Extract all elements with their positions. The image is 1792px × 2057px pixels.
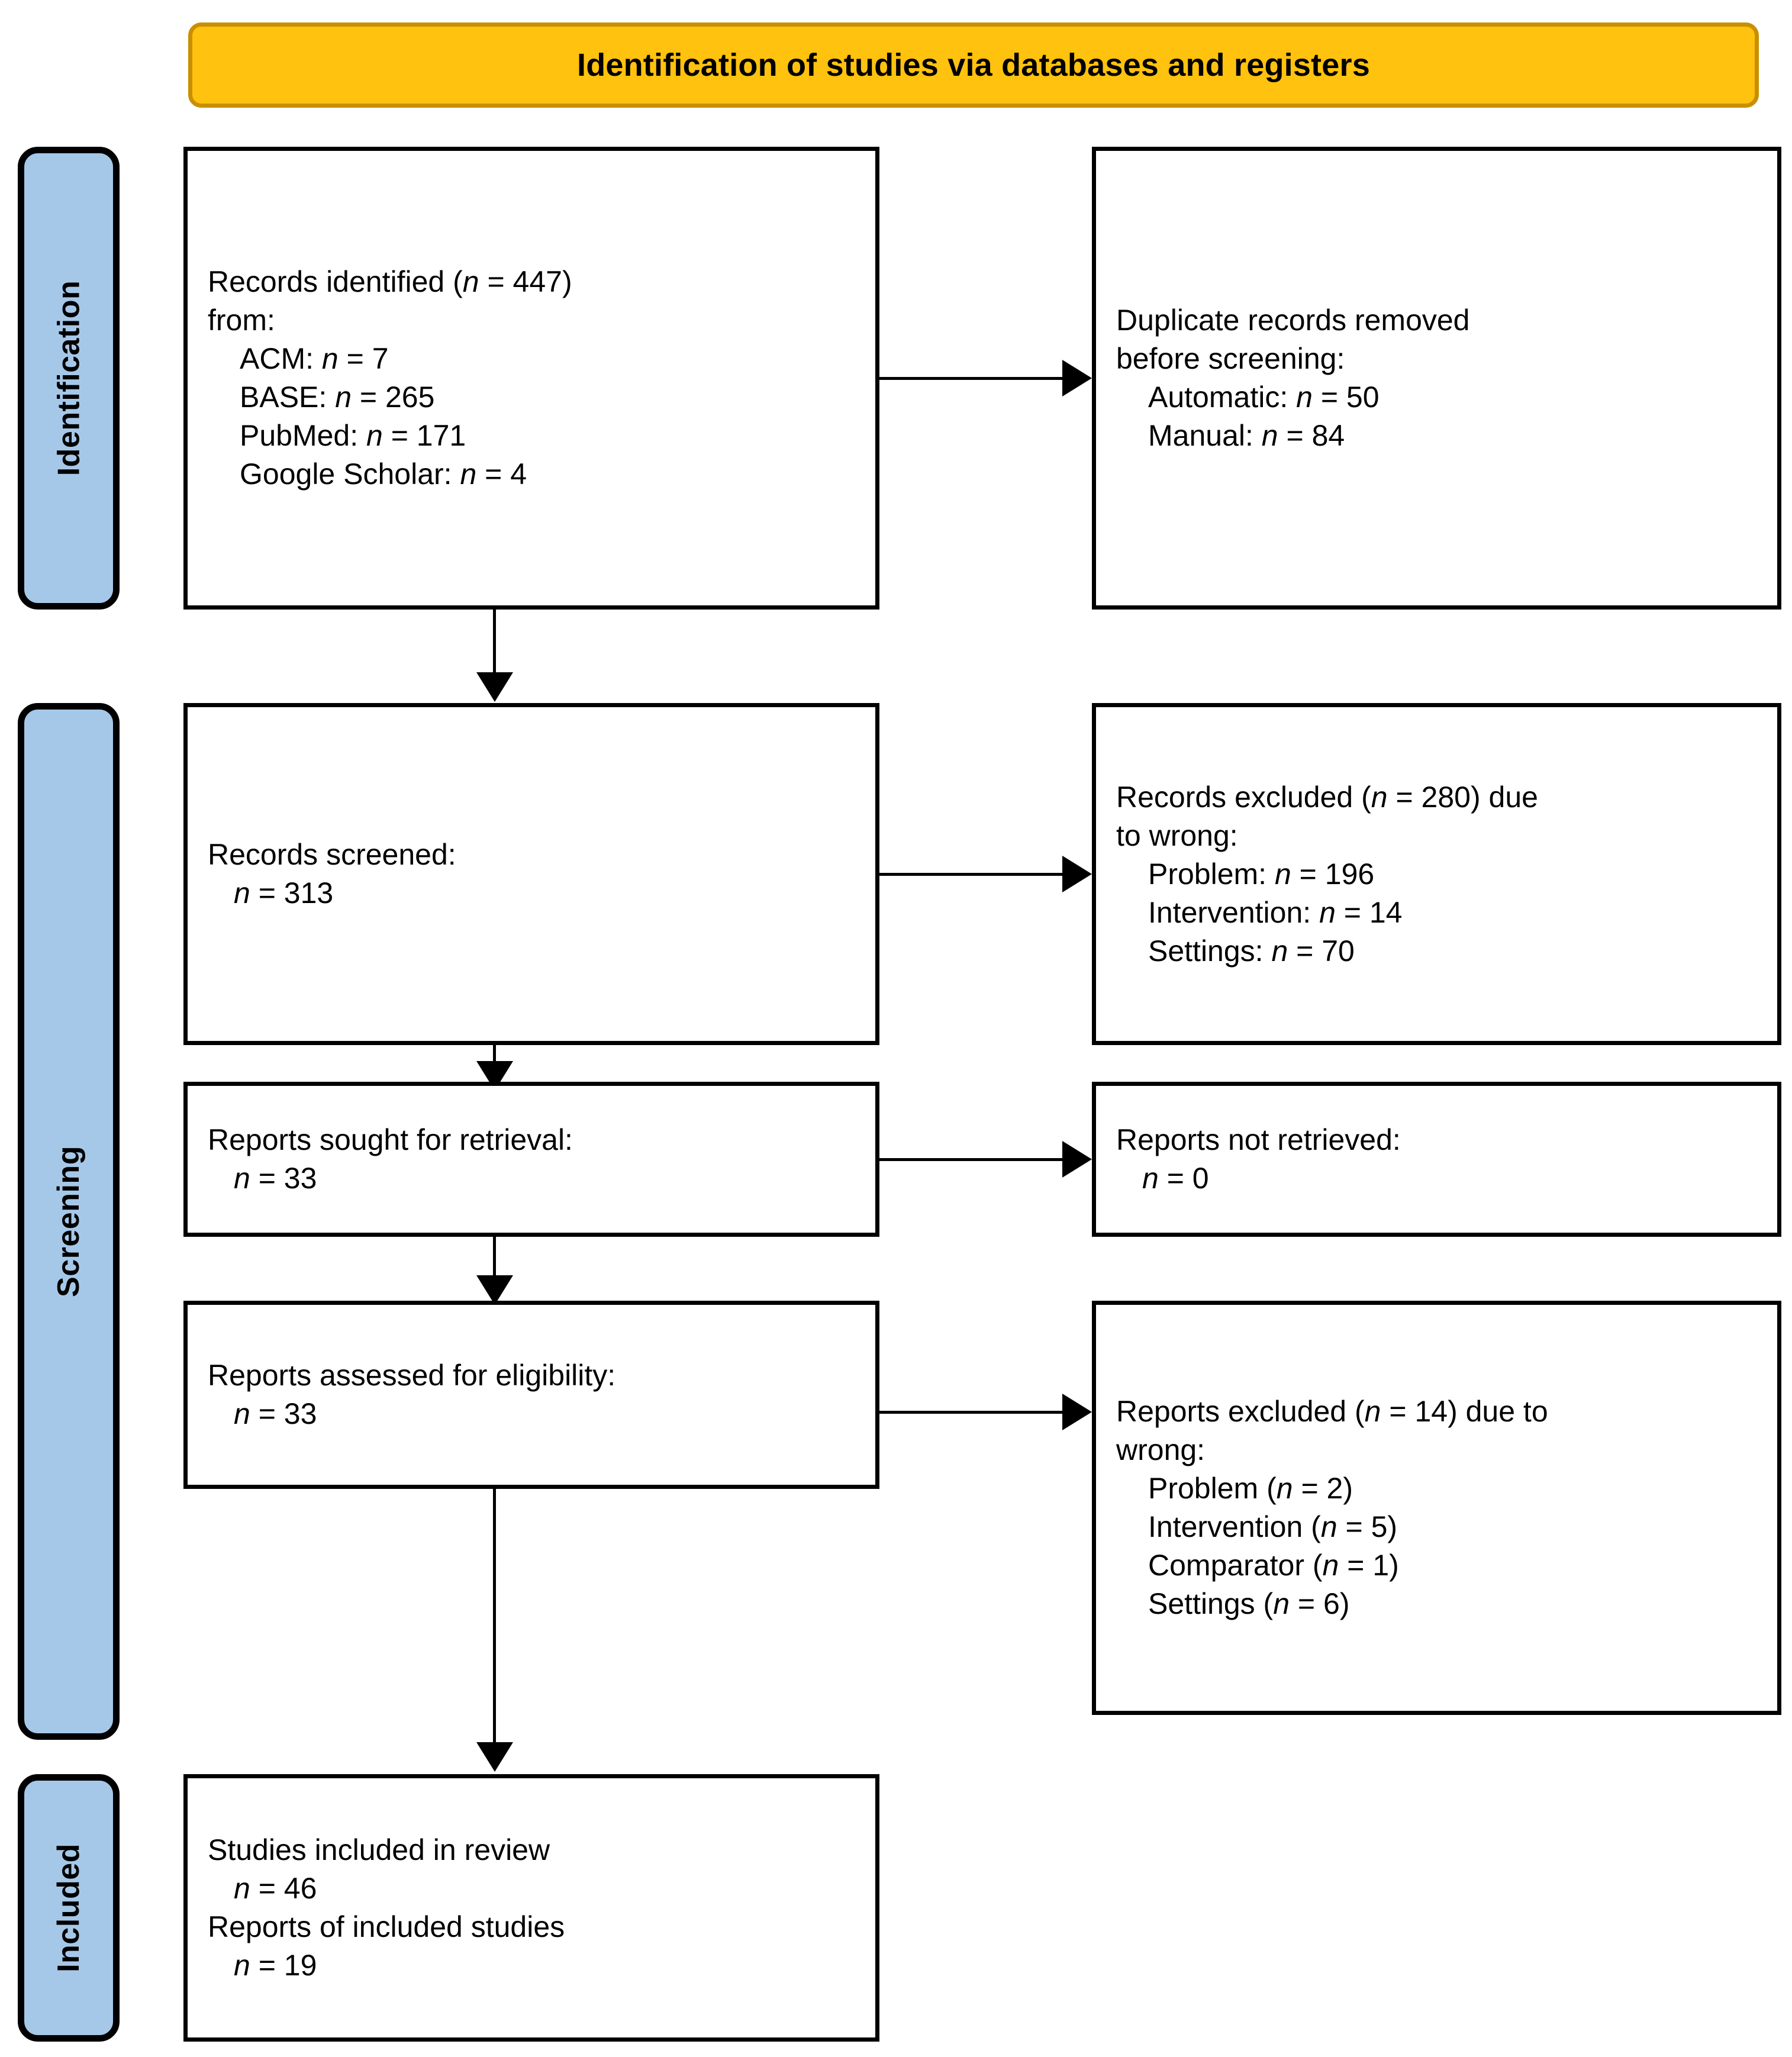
box-line: before screening: (1116, 342, 1345, 375)
arrowhead-right-identified-duplicates (1062, 360, 1092, 396)
box-line: n = 46 (234, 1872, 317, 1905)
box-line: Manual: n = 84 (1148, 419, 1345, 452)
box-studies-included-body: Studies included in review n = 46 Reports … (188, 1831, 875, 1985)
box-line: Problem (n = 2) (1148, 1472, 1353, 1505)
box-line: Reports sought for retrieval: (208, 1123, 573, 1156)
box-line: Duplicate records removed (1116, 304, 1470, 337)
box-line: n = 0 (1142, 1162, 1209, 1195)
stage-label-identification: Identification (51, 280, 86, 476)
connector-identified-to-screened (493, 610, 496, 675)
box-line: Intervention (n = 5) (1148, 1510, 1398, 1543)
box-duplicates-removed-body: Duplicate records removed before screenin… (1096, 301, 1777, 455)
box-reports-assessed-body: Reports assessed for eligibility: n = 33 (188, 1356, 875, 1433)
box-line: Reports of included studies (208, 1910, 565, 1943)
box-studies-included: Studies included in review n = 46 Reports … (183, 1774, 879, 2042)
box-line: PubMed: n = 171 (240, 419, 466, 452)
stage-pill-screening: Screening (18, 703, 120, 1740)
page-title: Identification of studies via databases … (577, 47, 1370, 83)
arrowhead-right-sought-not-retrieved (1062, 1141, 1092, 1178)
box-line: Records excluded (n = 280) due (1116, 780, 1538, 814)
box-line: from: (208, 304, 275, 337)
box-line: n = 33 (234, 1162, 317, 1195)
box-duplicates-removed: Duplicate records removed before screenin… (1092, 147, 1781, 610)
box-line: BASE: n = 265 (240, 381, 435, 414)
stage-label-screening: Screening (51, 1146, 86, 1297)
box-reports-sought-body: Reports sought for retrieval: n = 33 (188, 1121, 875, 1198)
arrowhead-down-sought-assessed (476, 1275, 513, 1305)
box-line: Problem: n = 196 (1148, 857, 1375, 891)
box-line: Reports excluded (n = 14) due to (1116, 1395, 1548, 1428)
box-line: Settings: n = 70 (1148, 934, 1355, 968)
box-records-screened-body: Records screened: n = 313 (188, 836, 875, 913)
box-line: n = 313 (234, 876, 334, 910)
box-records-excluded: Records excluded (n = 280) due to wrong: P… (1092, 703, 1781, 1045)
box-records-identified: Records identified (n = 447) from: ACM: n … (183, 147, 879, 610)
stage-pill-included: Included (18, 1774, 120, 2042)
box-reports-not-retrieved: Reports not retrieved: n = 0 (1092, 1082, 1781, 1237)
box-reports-sought: Reports sought for retrieval: n = 33 (183, 1082, 879, 1237)
box-line: Reports not retrieved: (1116, 1123, 1401, 1156)
box-line: Settings (n = 6) (1148, 1587, 1350, 1620)
stage-label-included: Included (51, 1843, 86, 1972)
box-records-excluded-body: Records excluded (n = 280) due to wrong: P… (1096, 778, 1777, 971)
box-reports-excluded-body: Reports excluded (n = 14) due to wrong: Pr… (1096, 1392, 1777, 1623)
connector-sought-to-assessed (493, 1237, 496, 1279)
arrowhead-down-identified-screened (476, 672, 513, 702)
box-line: ACM: n = 7 (240, 342, 389, 375)
box-line: n = 19 (234, 1949, 317, 1982)
box-line: Records screened: (208, 838, 456, 871)
connector-assessed-to-excluded (879, 1411, 1062, 1414)
box-line: to wrong: (1116, 818, 1238, 852)
connector-sought-to-not-retrieved (879, 1158, 1062, 1161)
connector-screened-to-excluded (879, 873, 1062, 876)
box-line: Records identified (n = 447) (208, 265, 572, 298)
box-line: Automatic: n = 50 (1148, 381, 1380, 414)
box-line: Comparator (n = 1) (1148, 1549, 1399, 1582)
box-reports-assessed: Reports assessed for eligibility: n = 33 (183, 1301, 879, 1489)
box-records-identified-body: Records identified (n = 447) from: ACM: n … (188, 263, 875, 494)
arrowhead-right-assessed-excluded (1062, 1394, 1092, 1430)
box-records-screened: Records screened: n = 313 (183, 703, 879, 1045)
arrowhead-down-assessed-included (476, 1742, 513, 1772)
box-reports-excluded: Reports excluded (n = 14) due to wrong: Pr… (1092, 1301, 1781, 1715)
connector-assessed-to-included (493, 1489, 496, 1745)
box-line: Studies included in review (208, 1833, 550, 1866)
connector-screened-to-sought (493, 1045, 496, 1066)
box-line: Intervention: n = 14 (1148, 895, 1403, 929)
box-line: n = 33 (234, 1397, 317, 1430)
diagram-header-banner: Identification of studies via databases … (188, 22, 1759, 108)
connector-identified-to-duplicates (879, 377, 1062, 380)
box-line: wrong: (1116, 1433, 1206, 1466)
stage-pill-identification: Identification (18, 147, 120, 610)
box-reports-not-retrieved-body: Reports not retrieved: n = 0 (1096, 1121, 1777, 1198)
arrowhead-right-screened-excluded (1062, 856, 1092, 892)
box-line: Google Scholar: n = 4 (240, 457, 527, 491)
box-line: Reports assessed for eligibility: (208, 1359, 616, 1392)
